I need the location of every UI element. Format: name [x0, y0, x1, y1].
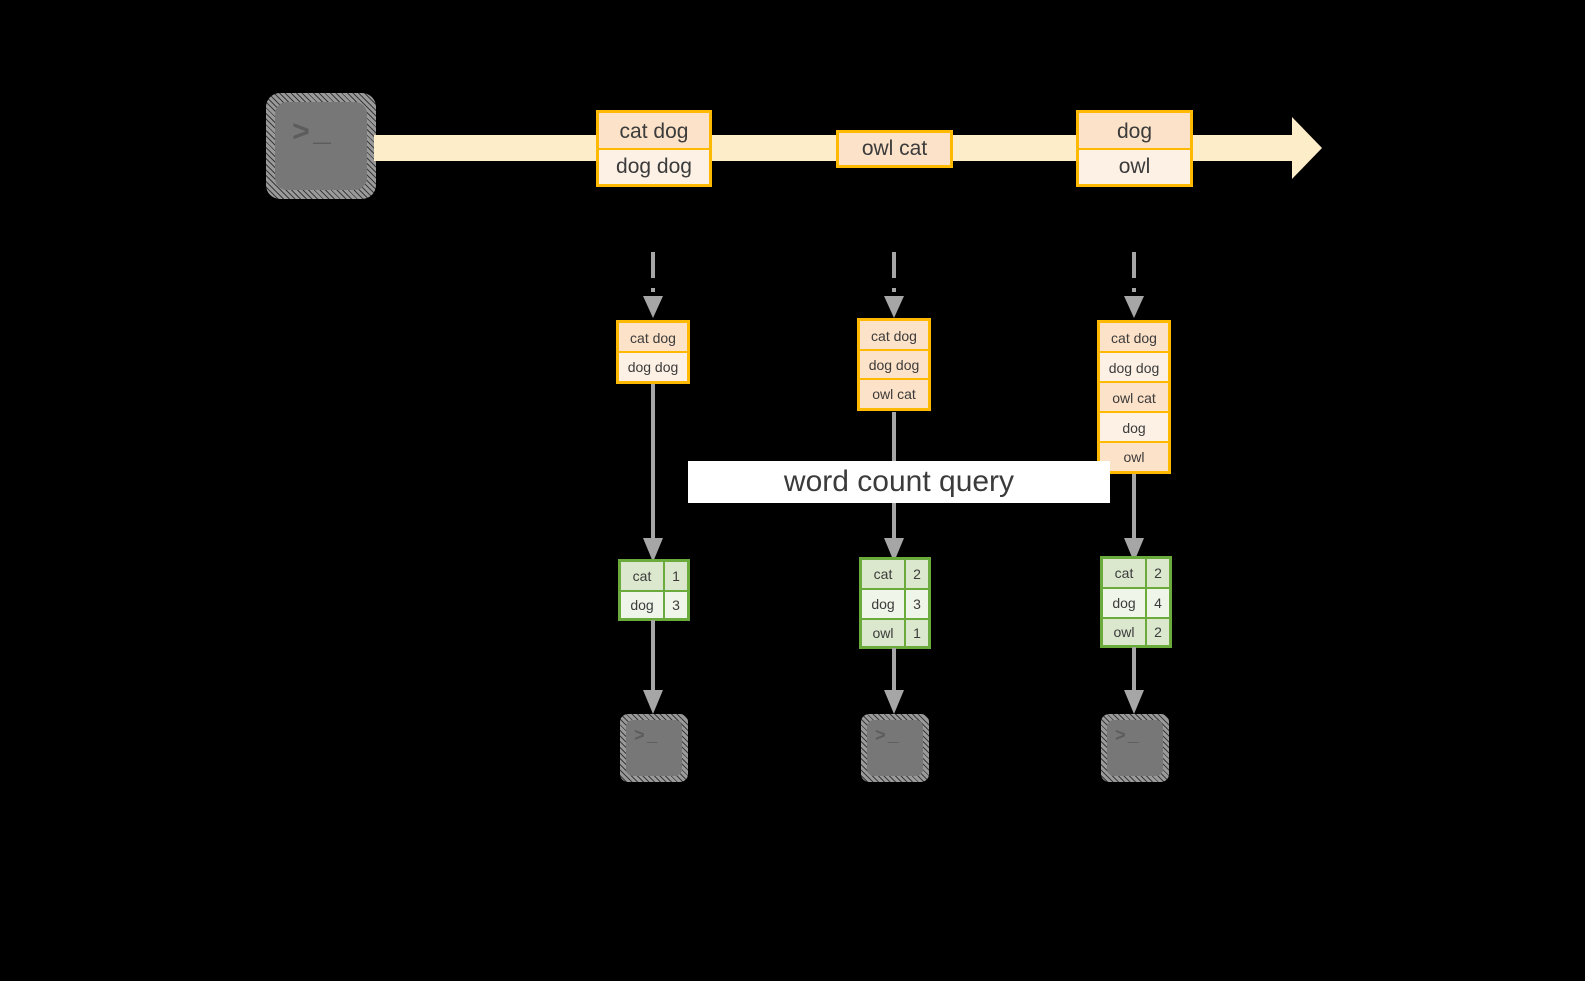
terminal-prompt-glyph: >_ [875, 727, 901, 747]
input-table-row: cat dog [619, 323, 687, 353]
sink-connector-3 [1124, 647, 1144, 714]
stream-batch-3[interactable]: dog owl [1076, 110, 1193, 187]
result-count: 3 [906, 590, 928, 618]
result-count: 2 [1147, 559, 1169, 587]
terminal-body [626, 720, 682, 776]
result-word: dog [862, 590, 906, 618]
result-count: 3 [665, 592, 687, 618]
input-table-row: dog dog [1100, 353, 1168, 383]
result-row: cat 2 [1103, 559, 1169, 589]
sink-terminal-3: >_ [1101, 714, 1169, 782]
sink-terminal-1: >_ [620, 714, 688, 782]
input-table-3[interactable]: cat dog dog dog owl cat dog owl [1097, 320, 1171, 474]
input-table-row: dog dog [860, 351, 928, 380]
stream-record-line: dog [1079, 113, 1190, 150]
sink-connector-2 [884, 648, 904, 714]
input-table-2[interactable]: cat dog dog dog owl cat [857, 318, 931, 411]
result-row: owl 2 [1103, 619, 1169, 645]
result-word: cat [862, 560, 906, 588]
result-row: cat 2 [862, 560, 928, 590]
terminal-body [1107, 720, 1163, 776]
result-row: owl 1 [862, 620, 928, 646]
query-connector-3 [1124, 474, 1144, 562]
result-table-1[interactable]: cat 1 dog 3 [618, 559, 690, 621]
terminal-prompt-glyph: >_ [1115, 727, 1141, 747]
terminal-prompt-glyph: >_ [634, 727, 660, 747]
stream-record-line: dog dog [599, 150, 709, 184]
input-table-row: cat dog [1100, 323, 1168, 353]
input-table-row: dog [1100, 413, 1168, 443]
dashed-connector-1 [643, 252, 663, 318]
stream-record-line: owl cat [839, 133, 950, 165]
terminal-body [275, 102, 367, 190]
source-terminal-icon: >_ [266, 93, 376, 199]
result-word: owl [1103, 619, 1147, 645]
result-word: dog [1103, 589, 1147, 617]
result-row: dog 3 [621, 592, 687, 618]
result-count: 1 [906, 620, 928, 646]
result-word: owl [862, 620, 906, 646]
result-row: dog 4 [1103, 589, 1169, 619]
result-count: 1 [665, 562, 687, 590]
terminal-prompt-glyph: >_ [292, 117, 335, 151]
stream-record-line: owl [1079, 150, 1190, 184]
result-count: 2 [1147, 619, 1169, 645]
terminal-body [867, 720, 923, 776]
dashed-connector-3 [1124, 252, 1144, 318]
result-word: dog [621, 592, 665, 618]
result-table-3[interactable]: cat 2 dog 4 owl 2 [1100, 556, 1172, 648]
sink-terminal-2: >_ [861, 714, 929, 782]
query-label: word count query [688, 461, 1110, 503]
stream-batch-1[interactable]: cat dog dog dog [596, 110, 712, 187]
result-row: dog 3 [862, 590, 928, 620]
result-row: cat 1 [621, 562, 687, 592]
result-count: 4 [1147, 589, 1169, 617]
result-table-2[interactable]: cat 2 dog 3 owl 1 [859, 557, 931, 649]
input-table-row: owl cat [860, 380, 928, 408]
input-table-row: cat dog [860, 321, 928, 351]
input-table-1[interactable]: cat dog dog dog [616, 320, 690, 384]
stream-record-line: cat dog [599, 113, 709, 150]
input-table-row: dog dog [619, 353, 687, 381]
dashed-connector-2 [884, 252, 904, 318]
result-word: cat [1103, 559, 1147, 587]
input-table-row: owl cat [1100, 383, 1168, 413]
query-connector-1 [643, 382, 663, 562]
sink-connector-1 [643, 620, 663, 714]
result-word: cat [621, 562, 665, 590]
stream-batch-2[interactable]: owl cat [836, 130, 953, 168]
result-count: 2 [906, 560, 928, 588]
input-table-row: owl [1100, 443, 1168, 471]
